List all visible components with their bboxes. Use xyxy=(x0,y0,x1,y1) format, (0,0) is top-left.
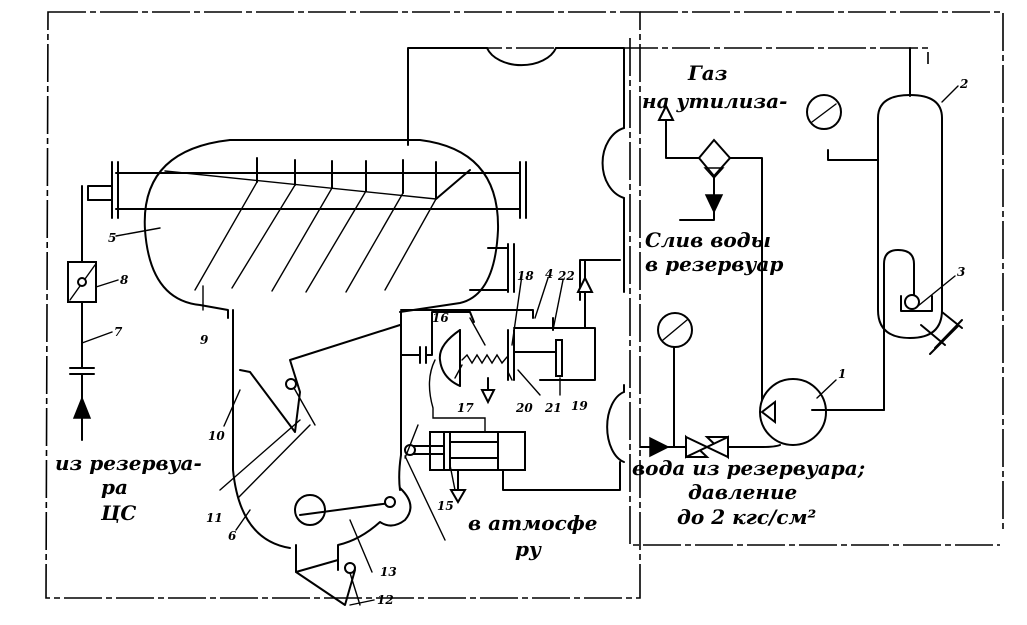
label-atm-line1: в атмосфе xyxy=(468,511,598,535)
callout-3: 3 xyxy=(957,265,965,279)
callout-15: 15 xyxy=(437,499,454,513)
callout-8: 8 xyxy=(120,273,129,287)
right-boundary xyxy=(640,11,1004,530)
callout-6: 6 xyxy=(228,529,237,543)
label-cs-line3: ЦС xyxy=(100,501,136,525)
gas-outlet xyxy=(657,103,763,411)
callout-leaders xyxy=(81,85,959,606)
left-boundary xyxy=(45,11,641,599)
callout-7: 7 xyxy=(114,325,123,339)
horizontal-vessel xyxy=(87,139,527,319)
diaphragm-housing xyxy=(438,329,461,387)
vent-arrow-mid-icon xyxy=(480,389,496,405)
pump xyxy=(759,378,885,446)
label-cs-line1: из резервуа- xyxy=(55,451,202,475)
inlet-line xyxy=(67,185,97,441)
spring xyxy=(461,353,508,365)
label-gas-line2: на утилиза- xyxy=(642,89,787,113)
label-atm-line2: ру xyxy=(515,537,542,561)
expansion-loop-right-lower xyxy=(606,391,625,463)
atm-vent-icon xyxy=(449,489,467,504)
callout-1: 1 xyxy=(838,367,846,381)
float-valve xyxy=(904,294,920,310)
callout-21: 21 xyxy=(544,401,562,415)
water-inlet xyxy=(639,312,781,460)
lower-chamber xyxy=(232,309,412,606)
piston xyxy=(555,339,563,377)
label-cs-line2: ра xyxy=(101,475,128,499)
label-gas-line1: Газ xyxy=(687,61,728,85)
callout-2: 2 xyxy=(959,77,968,91)
callout-20: 20 xyxy=(515,401,533,415)
callout-17: 17 xyxy=(457,401,474,415)
callout-11: 11 xyxy=(206,511,223,525)
label-drain-line1: Слив воды xyxy=(645,228,771,252)
pump-inlet-triangle xyxy=(760,399,776,425)
callout-5: 5 xyxy=(108,231,116,245)
center-boundary xyxy=(629,38,1000,546)
vent-arrow-top-icon xyxy=(576,275,594,293)
water-arrow-icon xyxy=(649,436,670,458)
inclined-plates xyxy=(194,181,437,293)
callout-16: 16 xyxy=(432,311,449,325)
callout-4: 4 xyxy=(545,267,553,281)
callout-22: 22 xyxy=(557,269,575,283)
callout-13: 13 xyxy=(380,565,397,579)
separator-column xyxy=(806,94,963,411)
callout-10: 10 xyxy=(208,429,225,443)
cylinder xyxy=(404,424,621,541)
lever-assembly xyxy=(239,324,401,433)
separator-diamond xyxy=(697,138,732,178)
label-water-line2: давление xyxy=(688,480,797,504)
top-pipe-run xyxy=(407,47,911,463)
label-water-line3: до 2 кгс/см² xyxy=(677,505,817,529)
callout-12: 12 xyxy=(377,593,394,607)
vessel-shell xyxy=(143,139,231,319)
diaphragm-actuator xyxy=(400,259,596,433)
pressure-gauge-top xyxy=(806,94,842,130)
callout-18: 18 xyxy=(517,269,534,283)
inlet-arrow-icon xyxy=(72,395,92,419)
float-ball xyxy=(294,494,326,526)
callout-9: 9 xyxy=(200,333,209,347)
label-drain-line2: в резервуар xyxy=(645,252,783,276)
pump-body xyxy=(759,378,827,446)
label-water-line1: вода из резервуара; xyxy=(632,456,865,480)
callout-19: 19 xyxy=(571,399,588,413)
expansion-loop-right-upper xyxy=(601,127,625,199)
expansion-loop-top xyxy=(486,47,557,67)
cylinder-body xyxy=(429,431,526,471)
